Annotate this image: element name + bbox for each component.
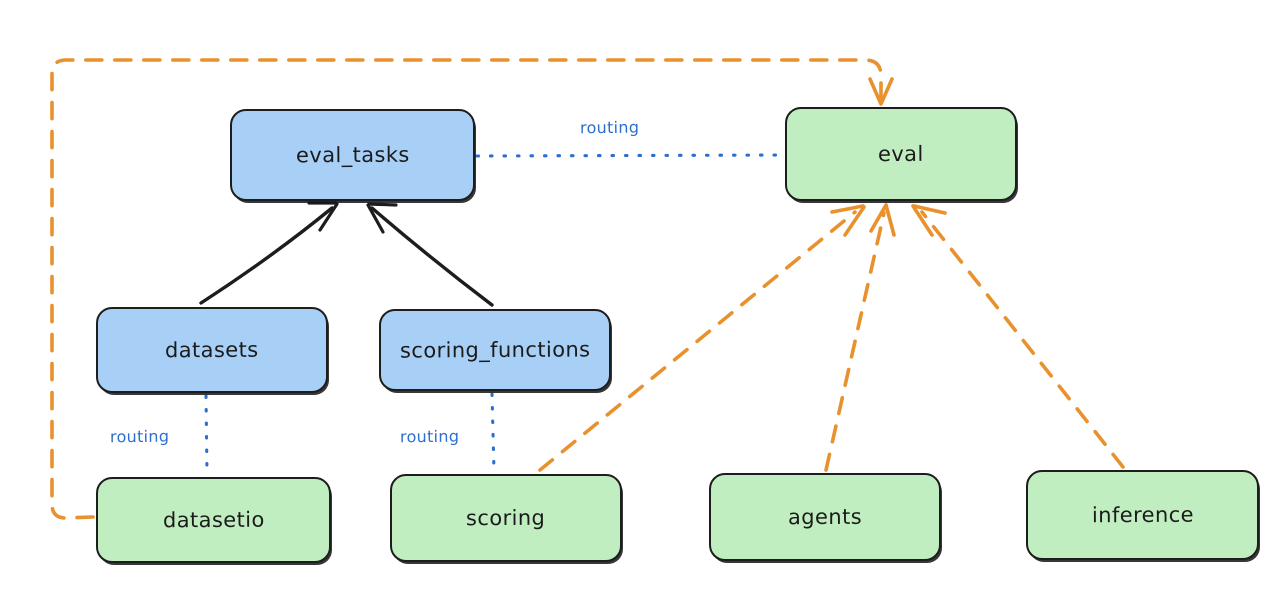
node-label-agents: agents — [787, 504, 863, 529]
node-scoring-functions[interactable]: scoring_functions — [379, 309, 611, 391]
node-label-datasetio: datasetio — [162, 507, 265, 532]
node-label-eval: eval — [878, 141, 924, 166]
node-scoring[interactable]: scoring — [390, 474, 622, 562]
node-datasets[interactable]: datasets — [96, 307, 328, 393]
edge-scoringfn-eval_tasks — [366, 202, 494, 307]
node-label-eval-tasks: eval_tasks — [295, 142, 410, 167]
edge-datasets-eval_tasks — [199, 201, 339, 305]
node-label-datasets: datasets — [165, 337, 259, 362]
edge-label-routing-scoringfn-scoring: routing — [399, 426, 460, 447]
node-eval-tasks[interactable]: eval_tasks — [230, 109, 475, 201]
node-label-inference: inference — [1091, 502, 1194, 527]
node-inference[interactable]: inference — [1026, 470, 1259, 560]
edge-eval_tasks-eval — [475, 153, 785, 158]
edge-inference-eval — [911, 204, 1125, 469]
node-label-scoring-functions: scoring_functions — [399, 336, 591, 363]
node-agents[interactable]: agents — [709, 473, 941, 561]
node-label-scoring: scoring — [466, 505, 546, 530]
node-datasetio[interactable]: datasetio — [96, 477, 331, 563]
edge-label-routing-eval_tasks-eval: routing — [579, 117, 640, 138]
edge-label-routing-datasets-datasetio: routing — [109, 426, 170, 447]
edge-datasets-datasetio — [204, 394, 209, 476]
node-eval[interactable]: eval — [785, 107, 1017, 201]
edge-scoringfn-scoring — [490, 392, 496, 473]
edge-agents-eval — [824, 203, 896, 472]
